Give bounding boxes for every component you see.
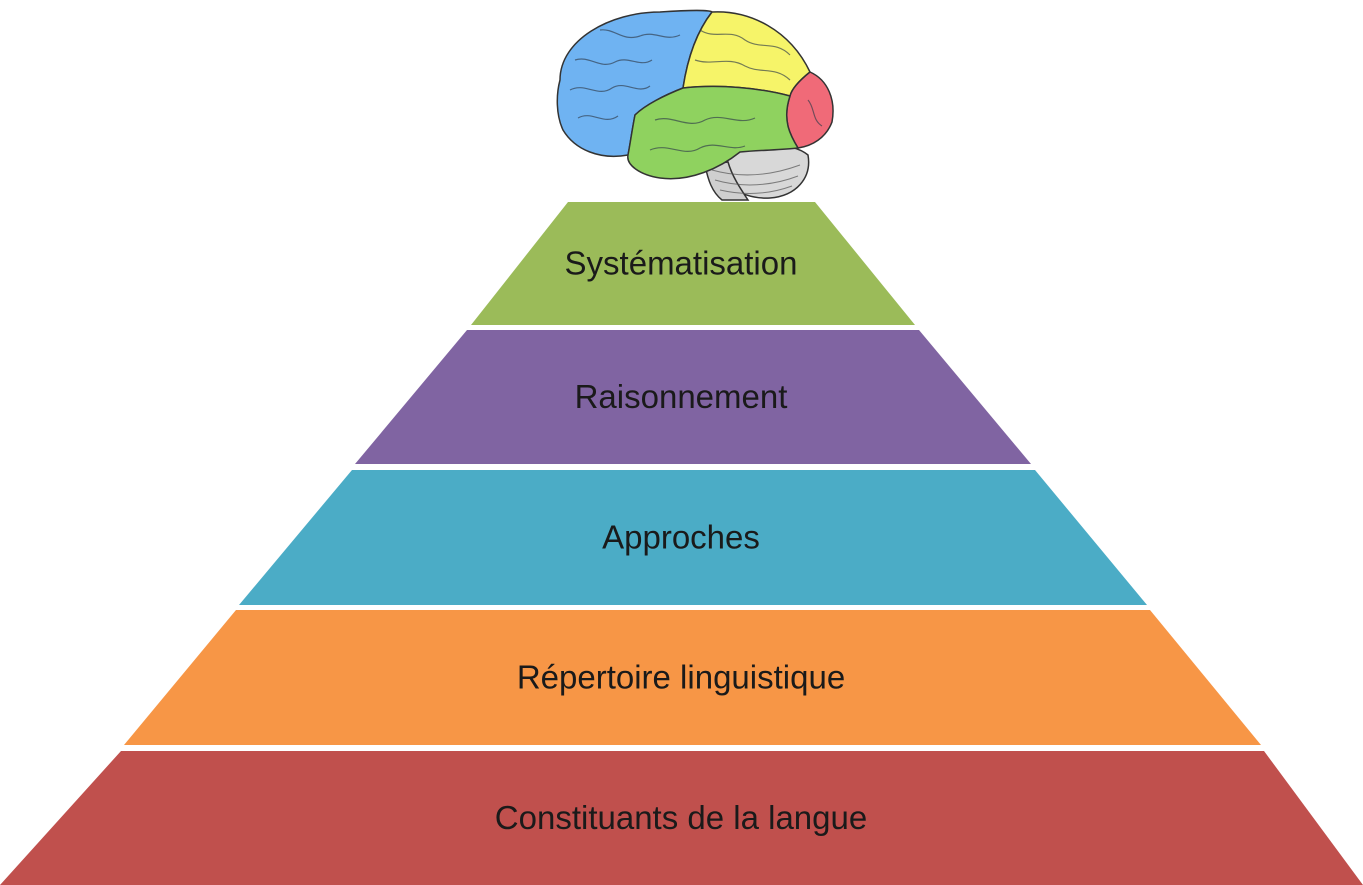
pyramid-tiers: SystématisationRaisonnementApprochesRépe… — [0, 202, 1363, 885]
pyramid-tier-2-label: Raisonnement — [575, 378, 788, 415]
pyramid-tier-5-label: Constituants de la langue — [495, 799, 867, 836]
pyramid-tier-4 — [124, 610, 1261, 745]
pyramid-tier-3 — [239, 470, 1147, 605]
pyramid-tier-5 — [0, 751, 1363, 885]
brain-icon — [556, 9, 834, 201]
pyramid-tier-4-label: Répertoire linguistique — [517, 659, 845, 696]
pyramid-tier-3-label: Approches — [602, 519, 760, 556]
pyramid-tier-1-label: Systématisation — [565, 245, 798, 282]
pyramid-tier-1 — [471, 202, 915, 325]
pyramid-tier-2 — [355, 330, 1031, 464]
brain-temporal-lobe — [627, 85, 800, 180]
